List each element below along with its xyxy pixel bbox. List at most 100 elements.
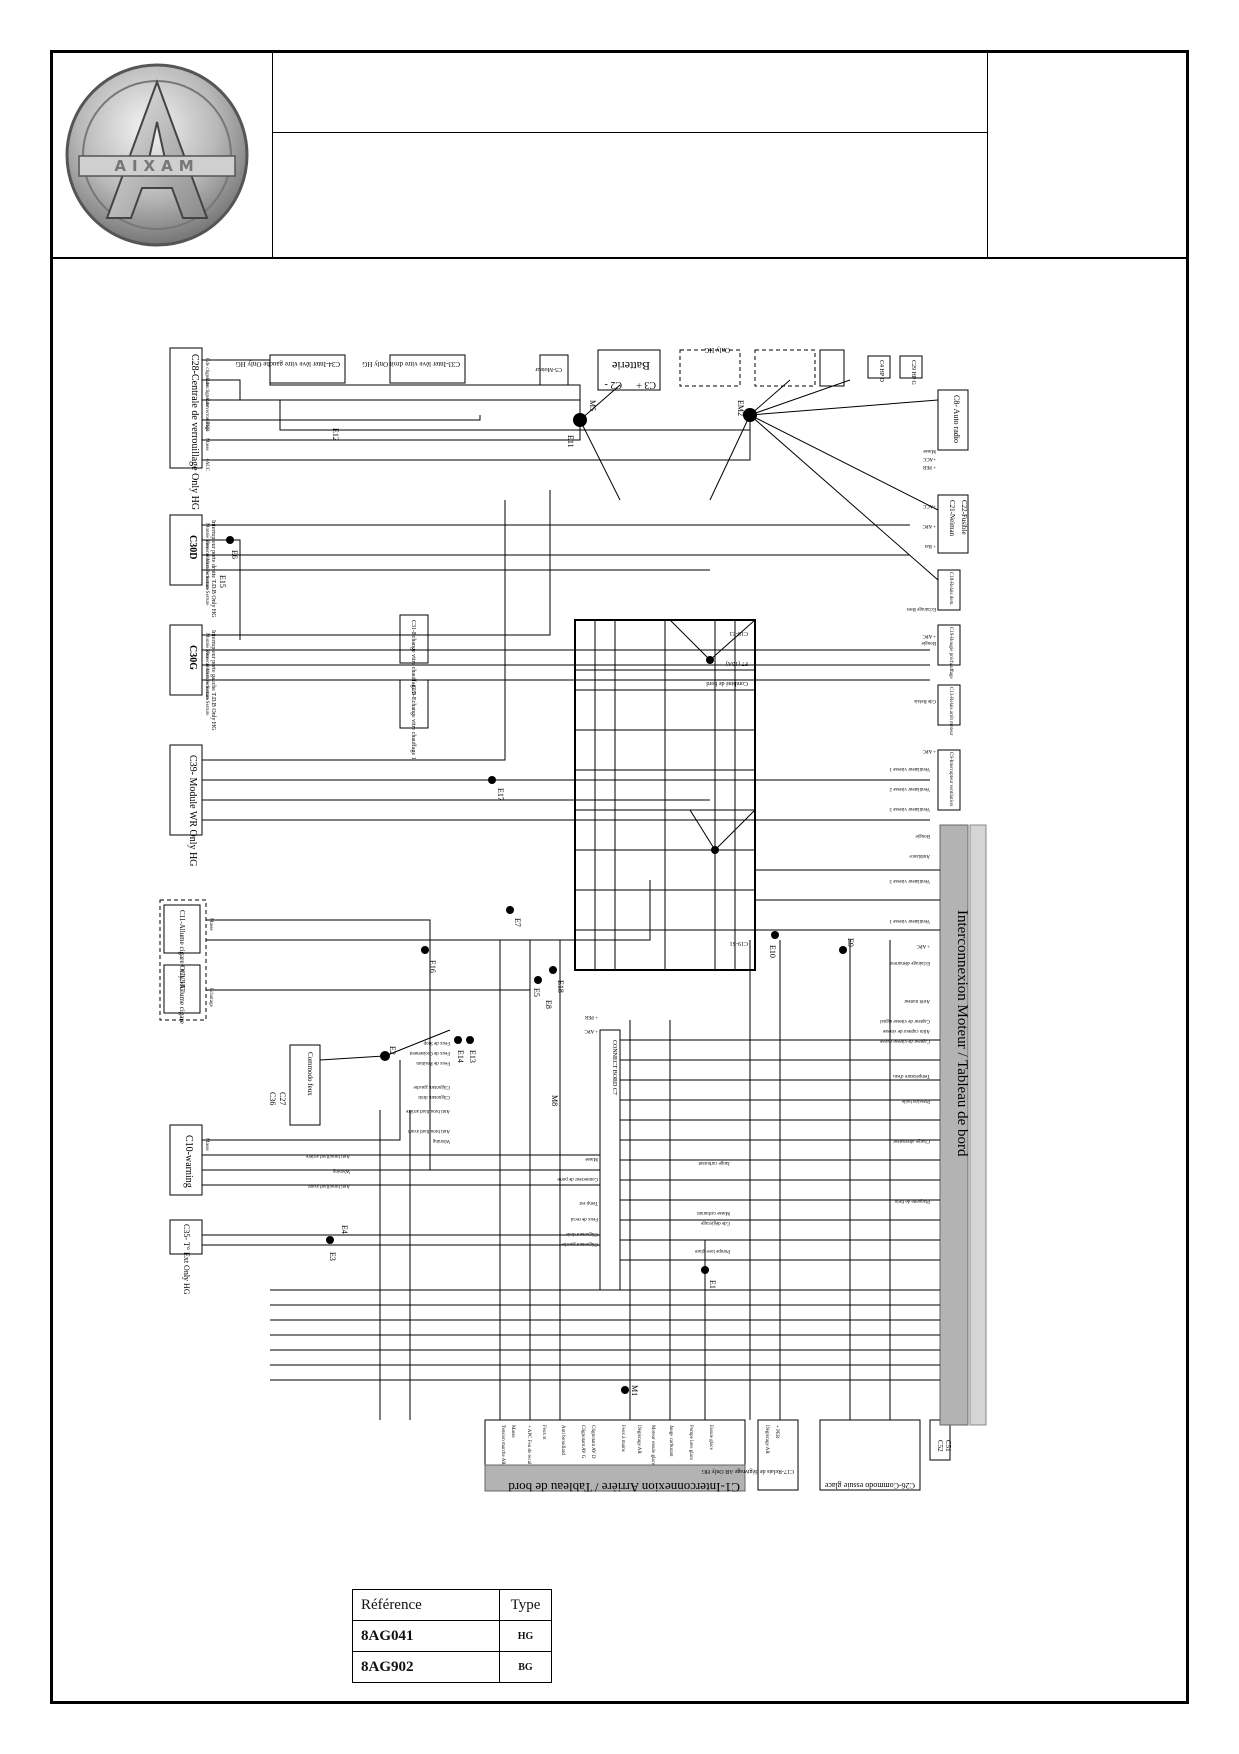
wire-bottom-2: Masse	[510, 1425, 515, 1439]
wire-left-17: Masse	[204, 1138, 209, 1152]
title-cell-divider-2	[987, 53, 988, 257]
c4-box	[867, 355, 891, 379]
reference-table: Référence Type 8AG041 HG 8AG902 BG	[352, 1589, 552, 1683]
wire-center-18: Masse carburant	[696, 1210, 730, 1215]
wire-bottom-15: + PER	[774, 1425, 779, 1439]
node-e14-label: E14	[456, 1050, 465, 1063]
wire-right-3: + PER	[922, 464, 936, 469]
node-e15-label: E15	[218, 575, 227, 588]
wire-left-9: Ouverture Serrure	[204, 554, 209, 591]
engine-bus-bar	[939, 824, 969, 1426]
connector-c7-label: CONNECT BORD C7	[611, 1040, 617, 1095]
node-e17	[488, 776, 496, 784]
wire-right-22: Capteur de vitesse signal	[880, 1018, 930, 1023]
fuse-table-text: C18-E1 F7 (10A) Combiné de bord C19-S1	[706, 630, 748, 946]
node-m1-label: M1	[630, 1385, 639, 1396]
wire-left-3: Cde verrouillage	[204, 398, 209, 432]
commodo-label: Commodo feux	[306, 1052, 314, 1096]
c8-box	[937, 389, 969, 451]
wire-center-14: Feux de recul	[570, 1216, 598, 1221]
wire-left-19: Anti brouillard avant	[307, 1183, 350, 1188]
wire-bottom-8: Feux à mains	[620, 1425, 625, 1452]
c39-box	[169, 744, 203, 836]
wire-right-15: Ambiance	[909, 853, 930, 858]
wire-left-15: Masse	[208, 918, 213, 932]
reference-header: Référence	[352, 1589, 500, 1621]
c11-c12-group	[159, 899, 207, 1021]
wire-center-1: + PER	[584, 1014, 598, 1019]
wire-right-18: Bougie	[915, 833, 930, 838]
wire-left-2: Cde clignotant	[204, 378, 209, 408]
node-fuse-hub-1	[706, 656, 714, 664]
wire-right-7: Eclairage Bres	[907, 606, 936, 611]
table-row: 8AG902 BG	[352, 1651, 552, 1683]
node-e16-label: E16	[428, 960, 437, 973]
c26-box	[819, 1419, 921, 1491]
c33-label: C33-Inter lève vitre droit Only HG	[362, 360, 460, 368]
logo-wordmark: AIXAM	[114, 157, 199, 175]
c36-label: C36	[268, 1092, 277, 1105]
wire-center-19: Cde dégivrage	[700, 1220, 730, 1225]
c9-box	[937, 749, 961, 811]
wire-bottom-11: Jauge carburant	[668, 1425, 673, 1457]
node-e3-label: E3	[328, 1252, 337, 1261]
wire-center-12: Connecteur de porte	[557, 1176, 598, 1181]
battery-label: Batterie	[612, 359, 650, 373]
c39-label: C39- Module WR Only HG	[187, 755, 198, 866]
wire-left-4: + PER	[204, 418, 209, 432]
node-e8-label: E8	[544, 1000, 553, 1009]
battery-box	[597, 349, 661, 391]
node-e16	[421, 946, 429, 954]
wire-center-20: Pompe lave glace	[694, 1248, 730, 1253]
c5-label: C5-Moteur	[535, 366, 562, 372]
node-e2	[380, 1051, 390, 1061]
c34-label: C34-Inter lève vitre gauche Only HG	[236, 360, 340, 368]
node-e1-label: E1	[708, 1280, 717, 1289]
wire-right-1: Masse	[922, 448, 936, 453]
c33-box	[389, 354, 466, 384]
wire-center-2: + APC	[584, 1028, 598, 1033]
wire-right-10: Cde Relais	[914, 698, 936, 703]
wire-right-12: Ventilateur vitesse 1	[889, 766, 930, 771]
node-e10-label: E10	[768, 945, 777, 958]
c30d-label: C30D	[187, 535, 198, 559]
wire-right-19: + APC	[916, 943, 930, 948]
c19-label: C19-Bougie préchauffage	[948, 627, 953, 679]
node-em2	[743, 408, 757, 422]
c40-group	[679, 349, 741, 387]
wire-bottom-9: Dégivrage AR	[636, 1425, 641, 1454]
node-e6	[226, 536, 234, 544]
wire-center-3: Feux de Stop	[423, 1040, 450, 1045]
wire-left-18: Warning	[332, 1168, 350, 1173]
wire-right-16: Ventilateur vitesse 3	[889, 878, 930, 883]
wire-center-15: Clignotant droit	[566, 1231, 598, 1236]
c10-label: C10-warning	[183, 1135, 194, 1188]
wire-bottom-4: Feux st	[541, 1425, 546, 1440]
c1-box	[819, 349, 845, 387]
c11-label: C11-Allume cigare Only HG	[178, 910, 186, 991]
commodo-box	[289, 1044, 321, 1126]
battery-neg-label: C2 -	[605, 379, 623, 390]
node-e4	[326, 1236, 334, 1244]
node-m5	[573, 413, 587, 427]
wire-right-5: + APC	[922, 523, 936, 528]
node-m8-label: M8	[550, 1095, 559, 1106]
c22-label: C22-Fusible	[960, 500, 968, 535]
c12-box	[163, 964, 201, 1014]
c34-box	[269, 354, 346, 384]
node-e6-label: E6	[230, 550, 239, 559]
wire-bottom-1: Tension marche AR	[500, 1425, 505, 1465]
c31-label: C31-Echange vitre chauffage 2	[410, 620, 417, 695]
node-e7-label: E7	[513, 918, 522, 927]
c27-label: C27	[278, 1092, 287, 1105]
wire-left-5: Masse	[204, 438, 209, 452]
wire-left-16: Eclairage	[208, 988, 213, 1008]
c30g-sub: Interrupteur porte gauche T.D.B Only HG	[210, 630, 216, 731]
c10-box	[169, 1124, 203, 1196]
only-hg-label: Only HG	[704, 346, 730, 354]
node-em2-label: EM2	[736, 400, 745, 416]
engine-bus-label: Interconnexion Moteur / Tableau de bord	[954, 910, 970, 1157]
c11-box	[163, 904, 201, 954]
wire-left-1: Cde clignotant	[204, 358, 209, 388]
wire-right-21: Arrêt moteur	[904, 998, 930, 1003]
